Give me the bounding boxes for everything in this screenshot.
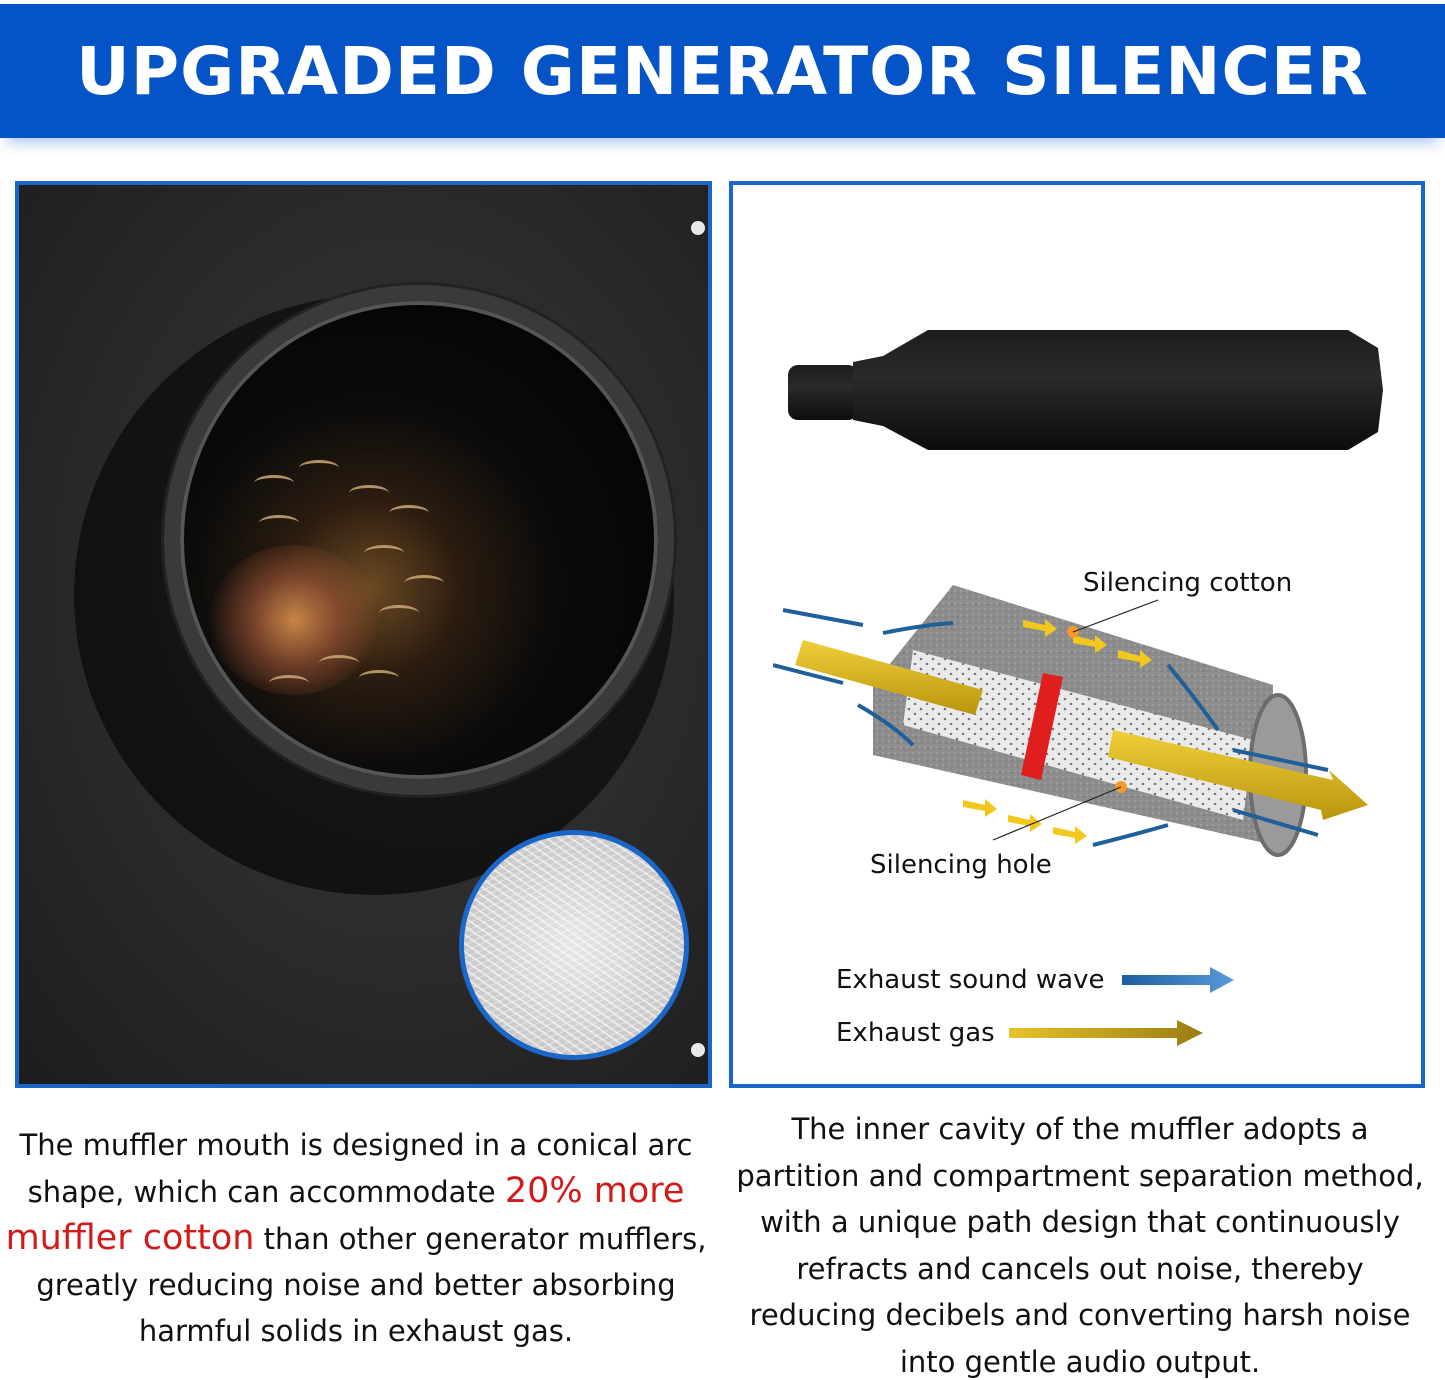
muffler-diagram-panel: Silencing cotton Silencing hole Exhaust … <box>729 181 1425 1088</box>
caption-text: than other generator mufflers, greatly r… <box>36 1222 707 1348</box>
louver-fin <box>269 675 309 691</box>
legend-sound-wave: Exhaust sound wave <box>836 965 1237 995</box>
legend-exhaust-gas: Exhaust gas <box>836 1018 1209 1048</box>
legend-label: Exhaust sound wave <box>836 965 1105 995</box>
louver-fin <box>379 605 419 621</box>
louver-fin <box>259 515 299 531</box>
louver-fin <box>404 575 444 591</box>
louver-fin <box>254 475 294 491</box>
mounting-hole <box>691 221 705 235</box>
muffler-product-photo <box>788 330 1383 450</box>
right-caption: The inner cavity of the muffler adopts a… <box>736 1112 1424 1379</box>
pipe-interior-glow <box>209 545 379 695</box>
yellow-arrow-icon <box>1008 1020 1203 1046</box>
muffler-cutaway-diagram <box>773 585 1368 857</box>
caption-highlight: 20% more muffler cotton <box>5 1171 685 1258</box>
muffler-mouth-photo <box>15 181 712 1088</box>
blue-arrow-icon <box>1122 967 1235 993</box>
louver-fin <box>359 670 399 686</box>
pipe-opening <box>164 285 674 795</box>
louver-fin <box>389 505 429 521</box>
legend-label: Exhaust gas <box>836 1018 995 1048</box>
silencing-cotton-label: Silencing cotton <box>1083 568 1293 598</box>
louver-fin <box>349 485 389 501</box>
banner-title: UPGRADED GENERATOR SILENCER <box>76 32 1369 110</box>
mounting-hole <box>691 1043 705 1057</box>
left-caption: The muffler mouth is designed in a conic… <box>0 1122 712 1354</box>
title-banner: UPGRADED GENERATOR SILENCER <box>0 4 1445 138</box>
louver-fin <box>299 460 339 476</box>
louver-fin <box>319 655 359 671</box>
louver-fin <box>364 545 404 561</box>
caption-text: The muffler mouth is designed in a conic… <box>19 1128 693 1209</box>
silencing-hole-label: Silencing hole <box>870 850 1052 880</box>
muffler-cotton-inset <box>459 830 689 1060</box>
